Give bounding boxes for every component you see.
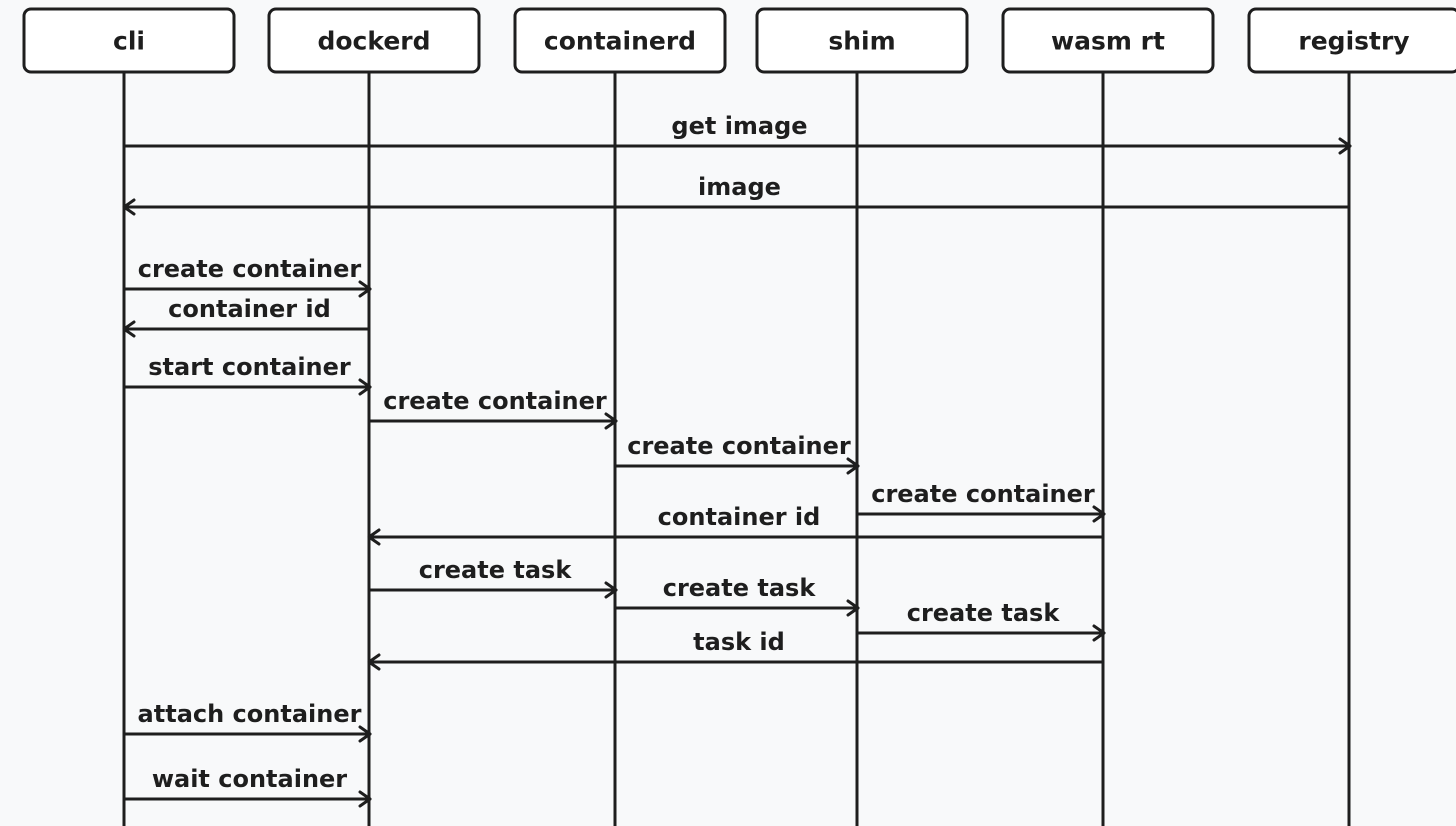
participant-cli: cli xyxy=(22,7,236,74)
arrowhead xyxy=(604,581,618,599)
arrowhead xyxy=(846,457,860,475)
message-label: create task xyxy=(419,556,573,584)
message-label: image xyxy=(698,173,781,201)
participant-dockerd: dockerd xyxy=(267,7,481,74)
message-3: container id xyxy=(122,295,371,338)
arrowhead xyxy=(1338,137,1352,155)
lifelines xyxy=(122,72,1351,826)
message-6: create container xyxy=(613,432,860,475)
message-10: create task xyxy=(613,574,860,617)
arrowhead xyxy=(367,653,381,671)
message-label: create container xyxy=(871,480,1095,508)
message-7: create container xyxy=(855,480,1106,523)
participant-registry: registry xyxy=(1247,7,1456,74)
message-label: create task xyxy=(663,574,817,602)
participant-box xyxy=(1247,7,1456,74)
arrowhead xyxy=(358,378,372,396)
arrowhead xyxy=(358,280,372,298)
messages: get image image create container container … xyxy=(122,112,1352,808)
arrowhead xyxy=(358,725,372,743)
arrowhead xyxy=(122,320,136,338)
message-label: create container xyxy=(138,255,362,283)
message-2: create container xyxy=(122,255,372,298)
participant-label: dockerd xyxy=(317,27,430,56)
message-label: container id xyxy=(658,503,821,531)
arrowhead xyxy=(846,599,860,617)
participant-box xyxy=(267,7,481,74)
message-label: start container xyxy=(148,353,351,381)
message-label: create container xyxy=(383,387,607,415)
message-label: task id xyxy=(693,628,785,656)
participant-box xyxy=(513,7,727,74)
message-label: attach container xyxy=(138,700,362,728)
message-13: attach container xyxy=(122,700,372,743)
message-11: create task xyxy=(855,599,1106,642)
participant-wasm-rt: wasm rt xyxy=(1001,7,1215,74)
arrowhead xyxy=(367,528,381,546)
participant-containerd: containerd xyxy=(513,7,727,74)
participant-box xyxy=(755,7,969,74)
message-label: wait container xyxy=(152,765,347,793)
participant-label: wasm rt xyxy=(1051,27,1165,56)
message-label: create container xyxy=(627,432,851,460)
arrowhead xyxy=(604,412,618,430)
arrowhead xyxy=(122,198,136,216)
participant-box xyxy=(1001,7,1215,74)
participants: cli dockerd containerd shim wasm rt registry xyxy=(22,7,1456,74)
message-12: task id xyxy=(367,628,1105,671)
message-4: start container xyxy=(122,353,372,396)
message-label: container id xyxy=(168,295,331,323)
message-5: create container xyxy=(367,387,618,430)
message-1: image xyxy=(122,173,1351,216)
participant-label: registry xyxy=(1298,27,1409,56)
arrowhead xyxy=(1092,505,1106,523)
participant-label: containerd xyxy=(544,27,696,56)
message-9: create task xyxy=(367,556,618,599)
message-0: get image xyxy=(122,112,1352,155)
message-label: get image xyxy=(671,112,807,140)
participant-label: shim xyxy=(828,27,895,56)
participant-label: cli xyxy=(113,27,145,56)
message-14: wait container xyxy=(122,765,372,808)
message-8: container id xyxy=(367,503,1105,546)
participant-box xyxy=(22,7,236,74)
message-label: create task xyxy=(907,599,1061,627)
arrowhead xyxy=(1092,624,1106,642)
arrowhead xyxy=(358,790,372,808)
participant-shim: shim xyxy=(755,7,969,74)
